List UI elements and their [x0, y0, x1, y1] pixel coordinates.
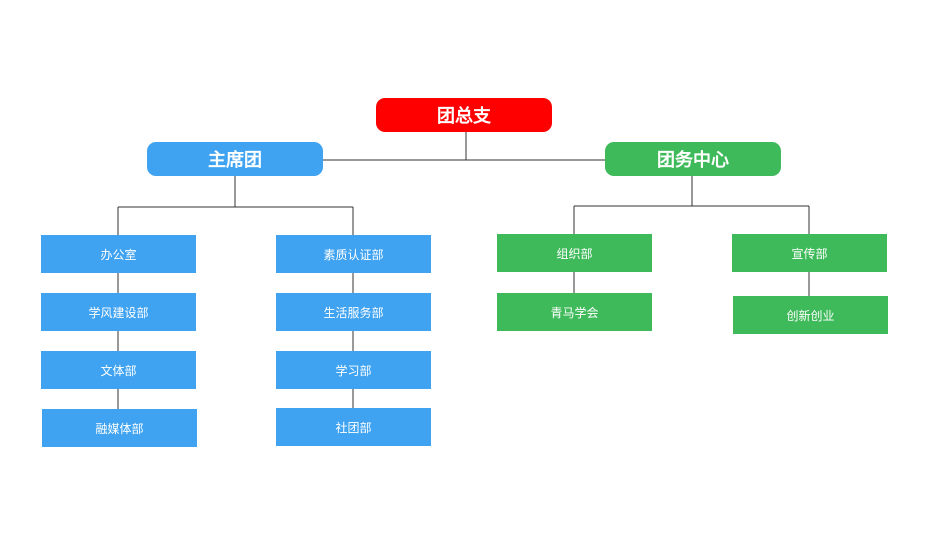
node-dept: 创新创业 — [733, 296, 888, 334]
node-branch-left: 主席团 — [147, 142, 323, 176]
node-dept: 组织部 — [497, 234, 652, 272]
node-dept: 办公室 — [41, 235, 196, 273]
node-dept: 文体部 — [41, 351, 196, 389]
node-dept: 青马学会 — [497, 293, 652, 331]
node-dept: 素质认证部 — [276, 235, 431, 273]
node-branch-right: 团务中心 — [605, 142, 781, 176]
node-dept: 学习部 — [276, 351, 431, 389]
node-dept: 社团部 — [276, 408, 431, 446]
node-dept: 生活服务部 — [276, 293, 431, 331]
node-dept: 学风建设部 — [41, 293, 196, 331]
node-dept: 融媒体部 — [42, 409, 197, 447]
node-root: 团总支 — [376, 98, 552, 132]
node-dept: 宣传部 — [732, 234, 887, 272]
